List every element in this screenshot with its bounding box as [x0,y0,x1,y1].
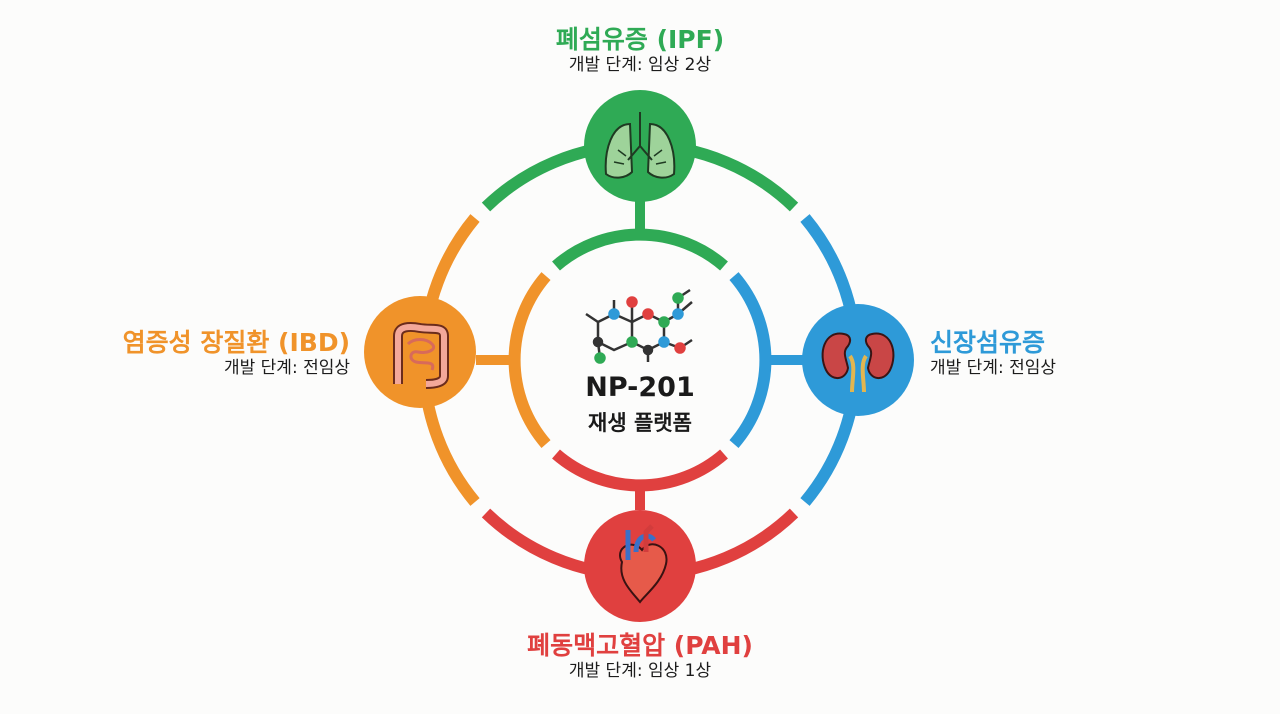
pah-title: 폐동맥고혈압 (PAH) [527,631,753,660]
inner-ring-segment-ipf [552,228,728,271]
kidney-title: 신장섬유증 [930,328,1046,357]
node-ipf[interactable] [584,90,696,202]
node-ibd[interactable] [364,296,476,408]
label-pah[interactable]: 폐동맥고혈압 (PAH) 개발 단계: 임상 1상 [440,630,840,683]
inner-ring-segment-ibd [508,272,551,448]
ipf-title: 폐섬유증 (IPF) [555,25,725,54]
ipf-stage: 개발 단계: 임상 2상 [568,55,712,76]
inner-ring-segment-kidney [729,272,772,448]
node-kidney[interactable] [802,304,914,416]
center-platform[interactable]: NP-201 재생 플랫폼 [540,372,740,437]
platform-name: NP-201 [585,372,695,403]
ibd-title: 염증성 장질환 (IBD) [122,328,350,357]
label-ipf[interactable]: 폐섬유증 (IPF) 개발 단계: 임상 2상 [440,24,840,77]
molecule-icon [585,288,693,364]
spokes [476,186,804,510]
kidneys-icon [821,332,895,393]
platform-subtitle: 재생 플랫폼 [588,411,692,435]
label-kidney[interactable]: 신장섬유증 개발 단계: 전임상 [930,327,1210,380]
ibd-stage: 개발 단계: 전임상 [223,358,350,379]
lungs-icon [604,112,676,179]
inner-ring-segment-pah [552,449,728,492]
label-ibd[interactable]: 염증성 장질환 (IBD) 개발 단계: 전임상 [60,327,350,380]
heart-icon [619,524,668,604]
inner-ring [508,228,772,492]
node-pah[interactable] [584,510,696,622]
pah-stage: 개발 단계: 임상 1상 [568,661,712,682]
intestines-icon [393,322,449,389]
kidney-stage: 개발 단계: 전임상 [930,358,1057,379]
